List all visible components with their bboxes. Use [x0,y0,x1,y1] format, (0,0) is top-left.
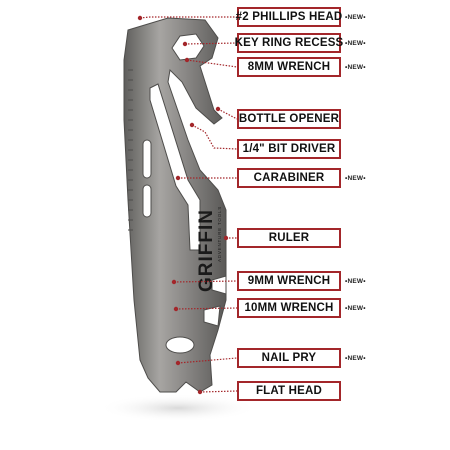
brand-name: GRIFFIN [196,209,217,292]
label-9mm-wrench: 9MM WRENCH [237,271,341,291]
label-carabiner: CARABINER [237,168,341,188]
label-key-ring-recess: KEY RING RECESS [235,33,343,53]
label-bottle-opener: BOTTLE OPENER [237,109,341,129]
label-bit-driver: 1/4" BIT DRIVER [237,139,341,159]
tool-shadow [98,394,258,422]
label-phillips-head: #2 PHILLIPS HEAD [236,7,342,27]
new-badge-nail-pry: •NEW• [345,355,366,362]
new-badge-key-ring: •NEW• [345,40,366,47]
label-ruler: RULER [237,228,341,248]
new-badge-8mm: •NEW• [345,64,366,71]
tool-body [123,17,227,393]
new-badge-carabiner: •NEW• [345,175,366,182]
new-badge-10mm: •NEW• [345,305,366,312]
brand-tagline: ADVENTURE TOOLS [217,206,222,262]
nail-pry-hole [165,336,195,354]
leader-dots [137,15,229,395]
wrench-notch-9mm [211,275,227,295]
label-10mm-wrench: 10MM WRENCH [237,298,341,318]
new-badge-phillips: •NEW• [345,14,366,21]
new-badge-9mm: •NEW• [345,278,366,285]
label-nail-pry: NAIL PRY [237,348,341,368]
side-slot [142,139,152,179]
hex-wrench-hole [171,33,205,61]
leader-lines [139,16,238,393]
label-8mm-wrench: 8MM WRENCH [237,57,341,77]
ruler-ticks [128,69,133,231]
carabiner-gate [149,83,201,251]
side-slot [142,184,152,218]
label-flat-head: FLAT HEAD [237,381,341,401]
